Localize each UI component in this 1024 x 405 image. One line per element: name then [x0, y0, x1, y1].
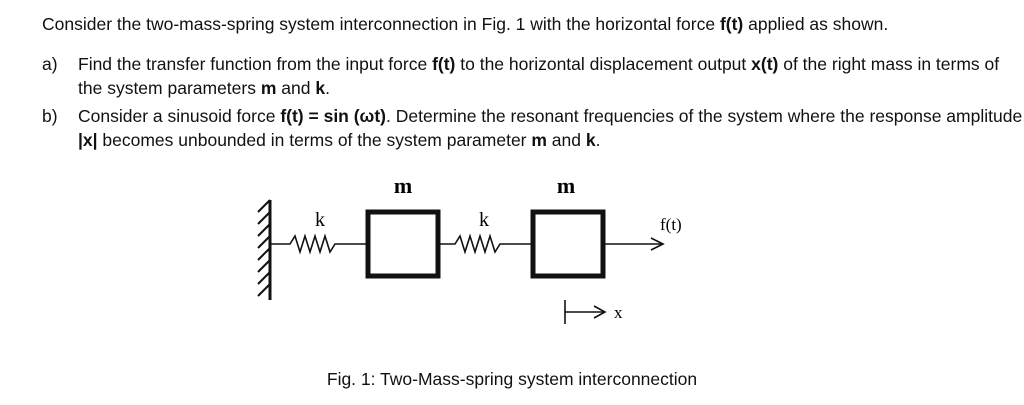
- spring-left-label: k: [315, 209, 325, 231]
- part-b-force: f(t) = sin (ωt): [280, 106, 386, 126]
- part-b-t2: . Determine the resonant frequencies of …: [386, 106, 1023, 126]
- intro-force: f(t): [719, 14, 744, 34]
- force-label: f(t): [660, 215, 682, 234]
- part-a-t3: of the right mass in terms of the system…: [78, 54, 1000, 98]
- part-a-marker: a): [42, 54, 58, 74]
- spring-right-label: k: [479, 209, 489, 231]
- spring-left: [270, 233, 368, 255]
- part-a-output: x(t): [751, 54, 779, 74]
- wall: [257, 199, 272, 300]
- mass-left: [365, 209, 441, 279]
- part-b-amp: |x|: [78, 130, 98, 150]
- part-a-text: Find the transfer function from the inpu…: [78, 52, 1023, 100]
- part-a-m: m: [260, 78, 277, 98]
- part-b-text: Consider a sinusoid force f(t) = sin (ωt…: [78, 104, 1023, 152]
- part-a-input: f(t): [432, 54, 456, 74]
- part-a-t5: .: [325, 78, 330, 98]
- part-a-t1: Find the transfer function from the inpu…: [78, 54, 433, 74]
- mass-right-label: m: [557, 173, 575, 198]
- part-b-k: k: [585, 130, 596, 150]
- two-mass-spring-figure: k m k m f(t) x: [257, 173, 682, 324]
- mass-right: [530, 209, 606, 279]
- part-a-t4: and: [276, 78, 316, 98]
- part-b-t4: and: [546, 130, 586, 150]
- part-b-t5: .: [595, 130, 601, 150]
- part-b-marker: b): [42, 106, 58, 126]
- intro-prefix: Consider the two-mass-spring system inte…: [42, 14, 720, 34]
- mass-left-label: m: [394, 173, 412, 198]
- part-a-t2: to the horizontal displacement output: [455, 54, 752, 74]
- displacement-label: x: [614, 303, 623, 322]
- figure-caption: Fig. 1: Two-Mass-spring system interconn…: [326, 369, 698, 389]
- spring-right: [438, 233, 533, 255]
- intro-suffix: applied as shown.: [743, 14, 889, 34]
- displacement-arrow: [564, 300, 607, 324]
- problem-intro: Consider the two-mass-spring system inte…: [42, 12, 888, 36]
- part-a-k: k: [315, 78, 326, 98]
- force-arrow: [603, 237, 665, 251]
- part-b-t1: Consider a sinusoid force: [78, 106, 281, 126]
- part-b-t3: becomes unbounded in terms of the system…: [97, 130, 532, 150]
- part-b-m: m: [531, 130, 547, 150]
